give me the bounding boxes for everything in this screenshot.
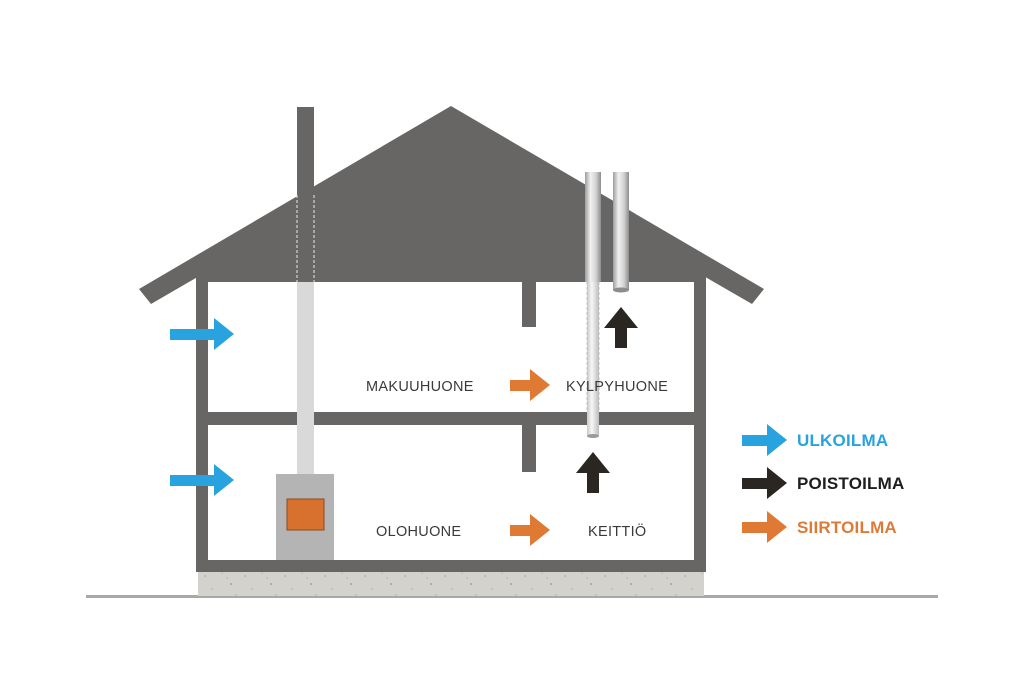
legend-arrow-orange	[742, 511, 787, 543]
exhaust-pipe-kitchen	[587, 282, 599, 436]
legend-item-transfer-air: SIIRTOILMA	[742, 511, 897, 543]
legend-label-exhaust-air: POISTOILMA	[797, 474, 904, 493]
room-label-bathroom: KYLPYHUONE	[566, 379, 668, 395]
upper-partition	[522, 281, 536, 327]
bathroom-pipe-opening	[613, 287, 629, 293]
legend-arrow-dark	[742, 467, 787, 499]
kitchen-pipe-opening	[587, 434, 599, 438]
legend-label-transfer-air: SIIRTOILMA	[797, 518, 897, 537]
exhaust-air-arrow-bathroom	[604, 307, 638, 348]
exhaust-air-arrow-kitchen	[576, 452, 610, 493]
transfer-air-arrow-lower	[510, 514, 550, 546]
exhaust-pipe-bathroom	[613, 172, 629, 290]
flue	[297, 282, 314, 475]
outdoor-air-arrow-lower	[170, 464, 234, 496]
exhaust-pipe-kitchen-roof	[585, 172, 601, 282]
attic	[196, 124, 706, 282]
lower-partition	[522, 424, 536, 472]
fireplace-door	[286, 498, 325, 531]
legend-arrow-blue	[742, 424, 787, 456]
room-label-bedroom: MAKUUHUONE	[366, 379, 474, 395]
middle-floor	[196, 412, 706, 425]
outdoor-air-arrow-upper	[170, 318, 234, 350]
foundation	[198, 571, 704, 596]
room-label-living-room: OLOHUONE	[376, 524, 461, 540]
legend: ULKOILMA POISTOILMA SIIRTOILMA	[742, 424, 904, 543]
legend-label-outdoor-air: ULKOILMA	[797, 431, 888, 450]
room-label-kitchen: KEITTIÖ	[588, 522, 647, 540]
legend-item-exhaust-air: POISTOILMA	[742, 467, 904, 499]
ground-floor-slab	[196, 560, 706, 572]
ground-line	[86, 595, 938, 598]
legend-item-outdoor-air: ULKOILMA	[742, 424, 888, 456]
transfer-air-arrow-upper	[510, 369, 550, 401]
